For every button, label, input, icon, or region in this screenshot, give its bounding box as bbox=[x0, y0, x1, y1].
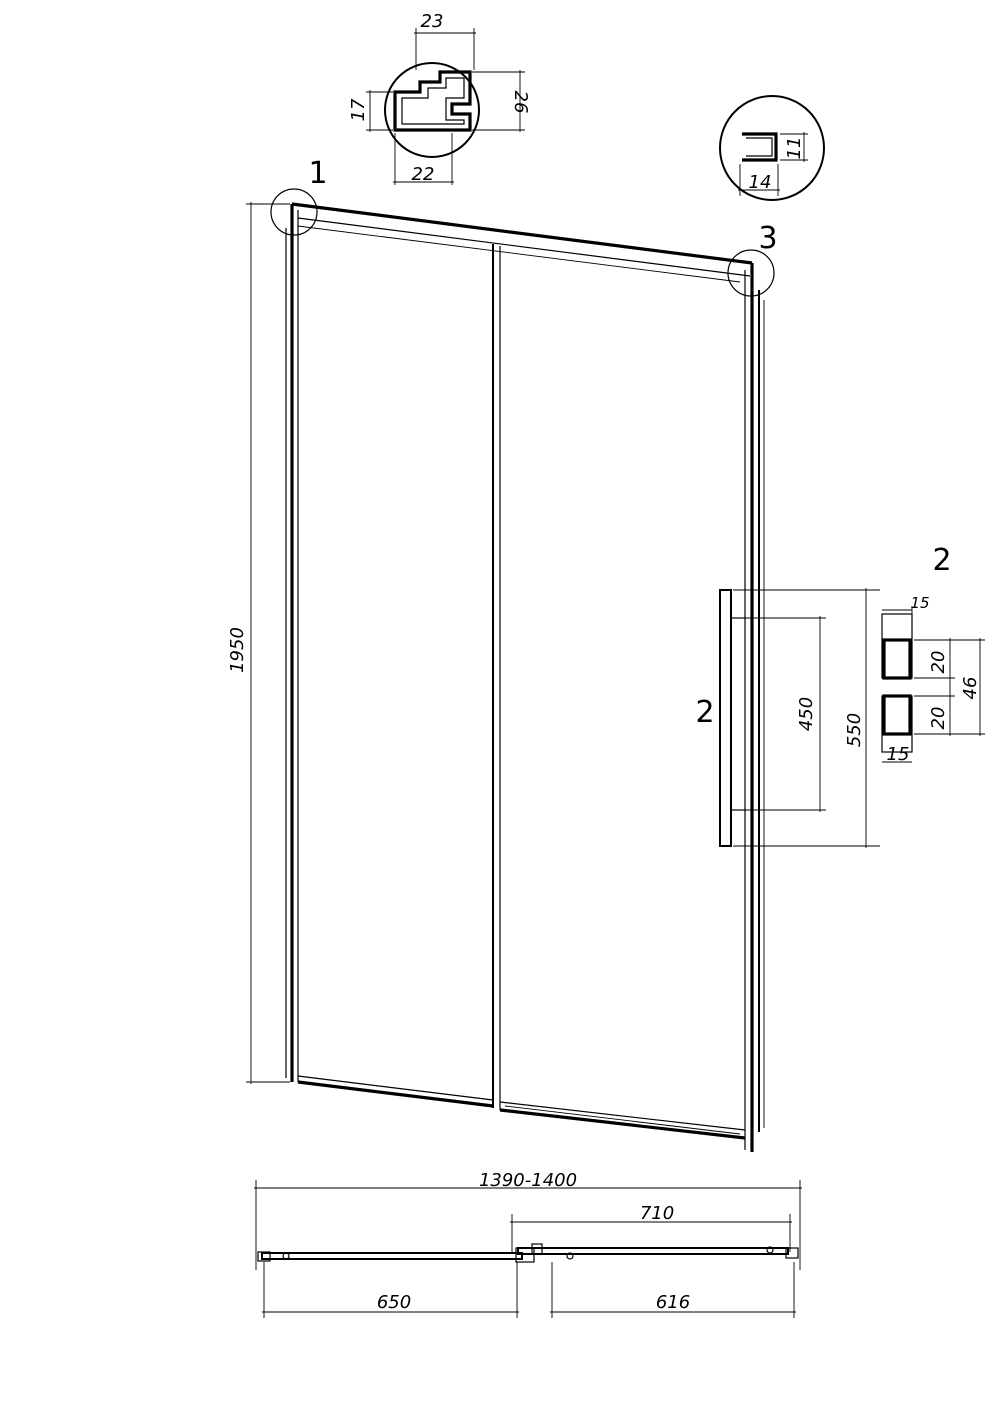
dim-door-opening-label: 616 bbox=[656, 1292, 690, 1313]
detail-1-bottom-width: 22 bbox=[412, 164, 435, 185]
callout-2-top: 2 bbox=[932, 543, 951, 578]
detail-1-profile-shape bbox=[393, 70, 472, 132]
detail-3-circle bbox=[719, 95, 825, 201]
detail-2-bottom-width: 15 bbox=[887, 744, 910, 765]
detail-1-inner-height: 17 bbox=[348, 98, 369, 121]
door-elevation bbox=[270, 188, 775, 1152]
dim-handle-height-label: 550 bbox=[844, 713, 865, 747]
callout-1: 1 bbox=[308, 156, 327, 191]
dim-panel-width-label: 710 bbox=[640, 1203, 674, 1224]
detail-2-top-width: 15 bbox=[910, 594, 929, 612]
detail-3-width: 14 bbox=[749, 172, 772, 193]
plan-sliding-panel bbox=[517, 1247, 789, 1255]
detail-1-marker bbox=[270, 188, 318, 236]
dim-overall-width-label: 1390-1400 bbox=[479, 1170, 577, 1191]
detail-2-total-height: 46 bbox=[960, 677, 981, 700]
dim-handle: 550 450 bbox=[733, 588, 880, 848]
detail-1-profile-inner bbox=[401, 77, 465, 125]
door-handle bbox=[719, 589, 732, 847]
callout-3: 3 bbox=[758, 221, 777, 256]
detail-2-profile: 15 20 20 46 15 bbox=[881, 594, 985, 765]
detail-2-upper-height: 20 bbox=[928, 651, 949, 674]
dim-handle-grip-label: 450 bbox=[796, 697, 817, 731]
detail-3-profile: 14 11 bbox=[719, 95, 825, 201]
detail-1-circle bbox=[384, 62, 480, 158]
plan-view: 1390-1400 710 650 616 bbox=[254, 1170, 802, 1318]
dim-height: 1950 bbox=[227, 202, 290, 1084]
dim-height-label: 1950 bbox=[227, 627, 248, 673]
callout-2-side: 2 bbox=[695, 695, 714, 730]
detail-1-top-width: 23 bbox=[421, 11, 444, 32]
detail-3-profile-shape bbox=[742, 132, 778, 162]
detail-1-outer-height: 26 bbox=[510, 91, 531, 114]
detail-1-profile: 23 22 26 17 bbox=[348, 11, 531, 185]
detail-3-height: 11 bbox=[784, 137, 805, 160]
dim-fixed-opening-label: 650 bbox=[377, 1292, 411, 1313]
detail-2-lower-height: 20 bbox=[928, 707, 949, 730]
plan-fixed-panel bbox=[261, 1252, 523, 1260]
